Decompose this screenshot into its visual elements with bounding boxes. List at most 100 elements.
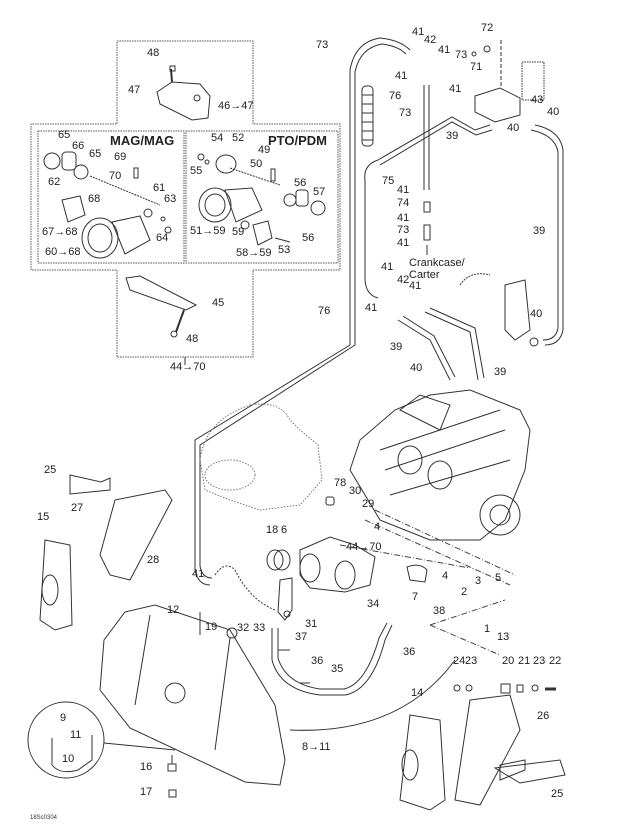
part-label: 4 [374,521,381,533]
part-label: 66 [72,140,85,152]
part-label: 26 [537,710,550,722]
drawing-code: 18Sc0304 [30,815,58,821]
part-label: 21 [518,655,531,667]
part-label: 41 [381,261,394,273]
side-panels-left [39,474,173,631]
part-label: 10 [62,753,75,765]
part-label: 25 [44,464,57,476]
part-label: 19 [205,621,218,633]
part-label: 63 [164,193,177,205]
part-label: 41 [365,302,378,314]
bracket-31 [277,577,293,621]
vent-hose-vertical [423,85,431,255]
mag-carburetor [43,151,172,259]
part-label: 54 [211,132,224,144]
part-label: 35 [331,663,344,675]
part-label: 75 [382,175,395,187]
part-label: 46→47 [218,100,254,112]
part-label: 39 [390,341,403,353]
part-label: 51→59 [190,225,226,237]
engine [349,389,531,541]
part-label: 50 [250,158,263,170]
part-label: 39 [533,225,546,237]
part-label: 73 [397,224,410,236]
part-label: 42 [424,34,437,46]
part-label: 15 [37,511,50,523]
part-label: 30 [349,485,362,497]
part-label: 44→70 [170,361,206,373]
part-label: 37 [295,631,308,643]
bracket-47 [156,65,211,121]
part-label: 40 [547,106,560,118]
part-label: 24 [453,655,466,667]
part-label: 36 [311,655,324,667]
part-label: 44→70 [346,541,382,553]
part-label: 20 [502,655,515,667]
part-label: 69 [114,151,127,163]
part-label: 56 [294,177,307,189]
part-label: 52 [232,132,245,144]
part-label: 47 [128,84,141,96]
part-label: 12 [167,604,180,616]
side-panels-right [399,694,566,811]
part-label: 53 [278,244,291,256]
pto-carburetor [197,153,326,246]
part-label: 41 [438,44,451,56]
fasteners [453,683,556,694]
part-label: 55 [190,165,203,177]
carburetor-assembly [266,496,428,593]
part-label: 61 [153,182,166,194]
part-label: 78 [334,477,347,489]
part-label: 28 [147,554,160,566]
spring-76 [361,85,374,147]
hose-39-lower [397,307,485,381]
vent-hose-73 [194,37,411,586]
part-label: 41 [192,568,205,580]
part-label: 45 [212,297,225,309]
part-label: 40 [507,122,520,134]
part-label: 65 [58,129,71,141]
part-label: 41 [397,237,410,249]
part-label: 70 [109,170,122,182]
part-label: 8→11 [302,741,331,753]
inset-title-pto: PTO/PDM [268,133,327,148]
inset-title-mag: MAG/MAG [110,133,175,148]
part-label: 39 [494,366,507,378]
part-label: 67→68 [42,226,78,238]
part-label: 17 [140,786,153,798]
fuel-tank [99,604,286,786]
drain-plug [167,755,177,798]
part-label: 29 [362,498,375,510]
part-label: 41 [412,26,425,38]
part-label: 41 [397,212,410,224]
part-label: 76 [318,305,331,317]
part-label: 27 [71,502,84,514]
part-label: 41 [397,184,410,196]
part-label: 36 [403,646,416,658]
part-label: 56 [302,232,315,244]
part-label: 73 [316,39,329,51]
oil-filter [459,273,539,347]
part-label: 68 [88,193,101,205]
part-label: 41 [409,280,422,292]
part-label: 40 [530,308,543,320]
hose-39-top [364,116,564,346]
exhaust-ghost [199,403,323,511]
part-label: 65 [89,148,102,160]
part-label: 25 [551,788,564,800]
part-label: 57 [313,186,326,198]
part-label: 73 [399,107,412,119]
part-label: 2 [461,586,468,598]
part-label: 48 [186,333,199,345]
part-label: 39 [446,130,459,142]
part-label: 7 [412,591,419,603]
part-label: 58→59 [236,247,272,259]
part-label: 64 [156,232,169,244]
part-label: 18 [266,524,279,536]
valve-43 [471,40,545,123]
part-label: 49 [258,144,271,156]
part-label: 3 [475,575,482,587]
part-label: 16 [140,761,153,773]
part-label: 42 [397,274,410,286]
